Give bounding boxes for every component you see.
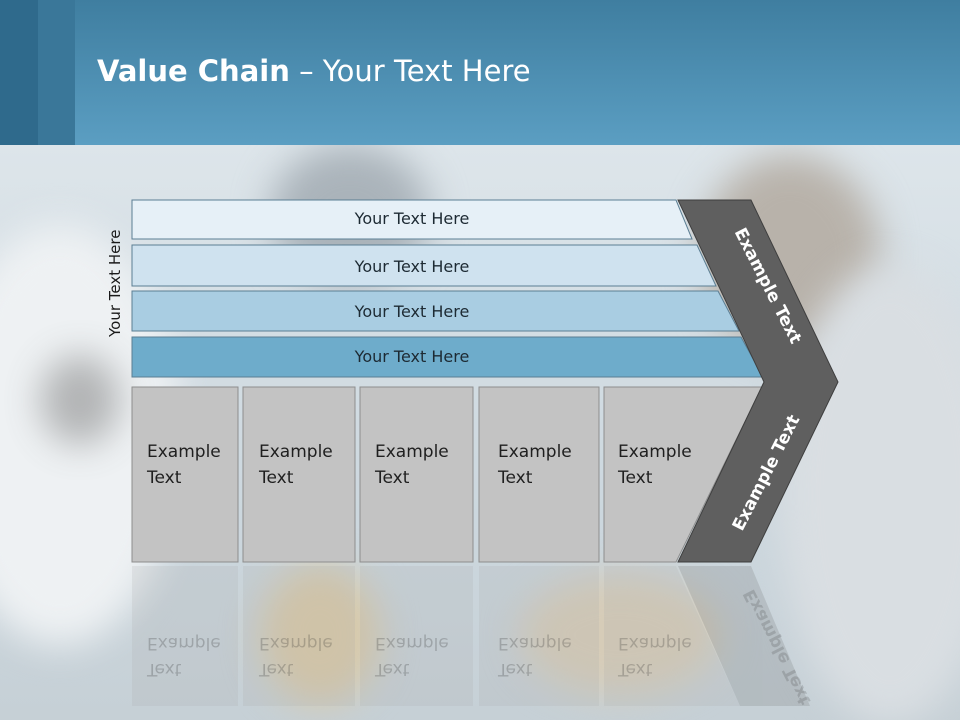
primary-cell-4	[478, 386, 600, 563]
cell-label-line1: Example	[259, 442, 333, 462]
reflected-line1: Example	[498, 633, 572, 653]
reflected-line2: Text	[147, 659, 182, 679]
primary-cell-2	[242, 386, 356, 563]
support-row-1	[131, 199, 693, 240]
reflection-cell	[132, 566, 238, 706]
cell-label-line2: Text	[375, 468, 410, 488]
reflected-label: Text Example	[375, 630, 449, 682]
title-bar: Value Chain – Your Text Here	[0, 0, 960, 145]
reflected-line2: Text	[618, 659, 653, 679]
support-row-3	[131, 290, 740, 332]
slide-title: Value Chain – Your Text Here	[97, 54, 531, 88]
support-row-3-label: Your Text Here	[354, 302, 470, 321]
cell-label-line2: Text	[259, 468, 294, 488]
support-row-4-label: Your Text Here	[354, 347, 470, 366]
side-label: Your Text Here	[106, 229, 124, 337]
reflected-line1: Example	[375, 633, 449, 653]
cell-label-line1: Example	[375, 442, 449, 462]
reflected-line2: Text	[498, 659, 533, 679]
support-row-2	[131, 244, 717, 287]
reflected-line1: Example	[147, 633, 221, 653]
reflected-label: Text Example	[498, 630, 572, 682]
reflected-label: Text Example	[259, 630, 333, 682]
support-row-1-label: Your Text Here	[354, 209, 470, 228]
cell-label-line2: Text	[498, 468, 533, 488]
primary-cell-1	[131, 386, 239, 563]
cell-label-line1: Example	[147, 442, 221, 462]
support-row-2-label: Your Text Here	[354, 257, 470, 276]
reflected-line2: Text	[259, 659, 294, 679]
cell-label-line1: Example	[618, 442, 692, 462]
reflection-cell	[360, 566, 473, 706]
reflected-line1: Example	[618, 633, 692, 653]
reflected-label: Text Example	[147, 630, 221, 682]
reflection-cell	[604, 566, 740, 706]
primary-cell-5	[603, 386, 763, 563]
reflection-cell	[479, 566, 599, 706]
reflected-line2: Text	[375, 659, 410, 679]
cell-label-line2: Text	[618, 468, 653, 488]
reflection-cell	[243, 566, 355, 706]
slide-title-rest: – Your Text Here	[289, 54, 531, 88]
reflected-line1: Example	[259, 633, 333, 653]
reflected-label: Text Example	[618, 630, 692, 682]
margin-arrow	[677, 199, 839, 563]
header-accent-bar	[38, 0, 75, 145]
reflection	[132, 566, 810, 706]
cell-label-line1: Example	[498, 442, 572, 462]
slide-title-bold: Value Chain	[97, 54, 290, 88]
primary-cell-3	[359, 386, 474, 563]
header-accent-bar	[0, 0, 38, 145]
cell-label-line2: Text	[147, 468, 182, 488]
reflection-arrow	[678, 566, 810, 706]
